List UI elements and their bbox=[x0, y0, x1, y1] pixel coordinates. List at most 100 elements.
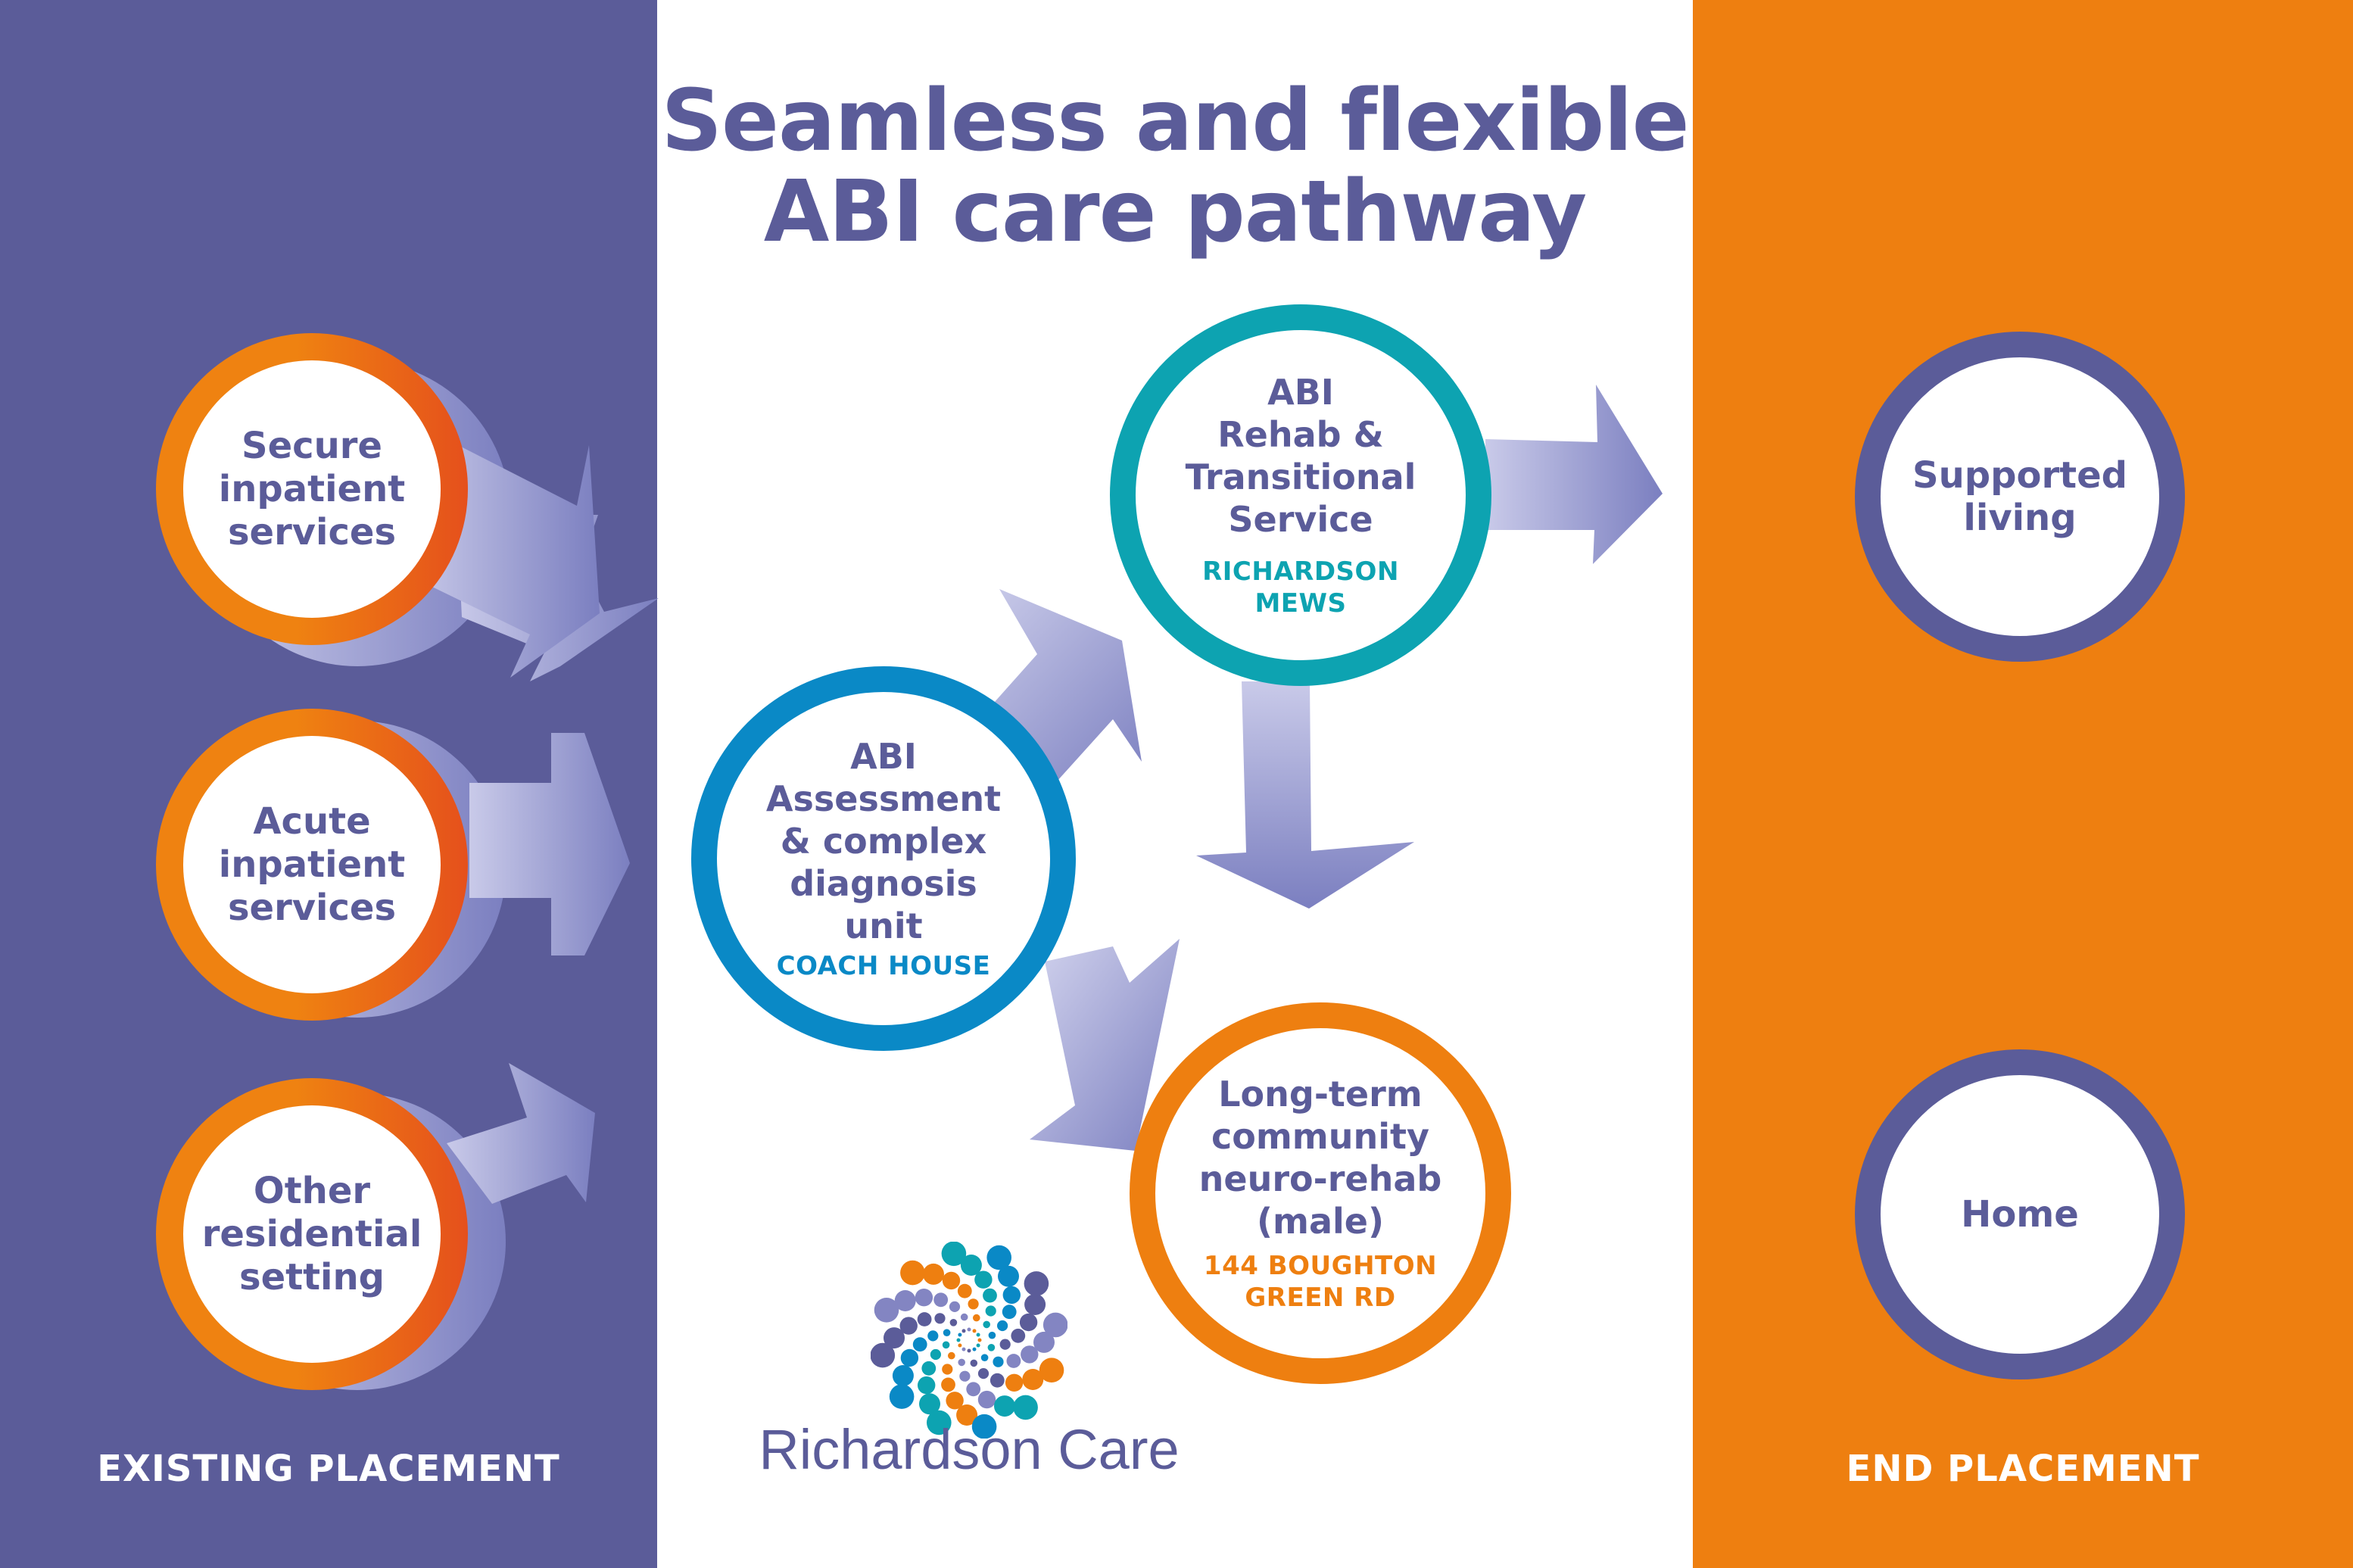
logo-dot bbox=[967, 1348, 971, 1353]
title-line-2: ABI care pathway bbox=[763, 163, 1588, 261]
logo-dot bbox=[943, 1329, 951, 1336]
end-placement-heading: END PLACEMENT bbox=[1846, 1448, 2200, 1490]
logo-dot bbox=[1013, 1395, 1038, 1420]
node-label-line: diagnosis bbox=[790, 863, 977, 904]
arrow-rehab-down bbox=[1196, 681, 1414, 909]
node-label-line: Secure bbox=[242, 424, 382, 467]
node-secure-inpatient[interactable]: Secure inpatient services bbox=[156, 333, 468, 645]
logo-dot bbox=[941, 1242, 967, 1267]
logo-dot bbox=[899, 1317, 918, 1335]
node-label-line: Assessment bbox=[765, 778, 1002, 819]
logo-dot bbox=[941, 1377, 955, 1392]
logo-dot bbox=[993, 1356, 1004, 1367]
node-label-line: inpatient bbox=[218, 467, 406, 510]
node-label-line: inpatient bbox=[218, 843, 406, 886]
logo-dot bbox=[1033, 1331, 1055, 1353]
existing-placement-heading: EXISTING PLACEMENT bbox=[97, 1448, 560, 1490]
logo-dot bbox=[874, 1298, 899, 1323]
logo-dot bbox=[942, 1364, 953, 1375]
logo-dot bbox=[961, 1329, 966, 1333]
logo-dot bbox=[884, 1327, 905, 1349]
node-label-line: Acute bbox=[253, 800, 371, 843]
brand-name: Richardson Care bbox=[759, 1418, 1180, 1481]
logo-dot bbox=[970, 1359, 978, 1367]
logo-dot bbox=[1011, 1328, 1026, 1343]
logo-dot bbox=[956, 1338, 961, 1342]
node-label-line: Other bbox=[253, 1169, 371, 1212]
logo-dot bbox=[959, 1370, 971, 1382]
logo-dot bbox=[985, 1305, 996, 1317]
logo-dot bbox=[1019, 1313, 1038, 1332]
location-boughton-green: 144 BOUGHTON bbox=[1203, 1251, 1438, 1281]
logo-dot bbox=[987, 1344, 996, 1351]
logo-dot bbox=[889, 1384, 915, 1409]
logo-dot bbox=[961, 1347, 966, 1351]
logo-dot bbox=[971, 1414, 997, 1439]
logo-dot bbox=[977, 1390, 996, 1409]
node-label-line: (male) bbox=[1257, 1201, 1384, 1242]
node-label-line: Transitional bbox=[1185, 457, 1416, 497]
logo-dot bbox=[949, 1301, 961, 1312]
logo-dot bbox=[1021, 1345, 1039, 1364]
dot-spiral-logo-icon bbox=[871, 1242, 1067, 1439]
node-label-line: ABI bbox=[850, 736, 917, 777]
logo-dot bbox=[930, 1348, 941, 1361]
logo-dot bbox=[949, 1319, 958, 1326]
logo-dot bbox=[942, 1341, 950, 1349]
node-other-residential[interactable]: Other residential setting bbox=[156, 1078, 468, 1390]
logo-dot bbox=[927, 1410, 952, 1436]
logo-dot bbox=[871, 1342, 896, 1368]
node-label-line: Rehab & bbox=[1217, 414, 1384, 455]
logo-dot bbox=[1006, 1354, 1021, 1368]
logo-dot bbox=[972, 1347, 977, 1351]
logo-dot bbox=[957, 1283, 972, 1298]
node-label-line: ABI bbox=[1267, 372, 1334, 413]
logo-dot bbox=[994, 1395, 1015, 1417]
logo-dot bbox=[915, 1289, 933, 1307]
logo-dot bbox=[966, 1382, 981, 1397]
node-acute-inpatient[interactable]: Acute inpatient services bbox=[156, 709, 468, 1021]
logo-dot bbox=[1005, 1373, 1024, 1392]
logo-dot bbox=[958, 1358, 965, 1367]
node-label-line: unit bbox=[844, 906, 923, 946]
node-label-line: residential bbox=[201, 1212, 422, 1255]
logo-dot bbox=[972, 1329, 977, 1333]
logo-dot bbox=[983, 1320, 990, 1329]
node-label-line: setting bbox=[239, 1255, 385, 1298]
logo-dot bbox=[958, 1343, 962, 1348]
logo-dot bbox=[990, 1373, 1005, 1388]
arrow-rehab-to-end bbox=[1485, 385, 1663, 564]
logo-dot bbox=[1039, 1358, 1064, 1383]
title-line-1: Seamless and flexible bbox=[661, 72, 1689, 170]
logo-dot bbox=[1022, 1369, 1044, 1390]
logo-dot bbox=[1002, 1286, 1021, 1305]
logo-dot bbox=[988, 1331, 996, 1339]
logo-dot bbox=[923, 1263, 944, 1285]
node-label-line: community bbox=[1211, 1116, 1429, 1157]
logo-dot bbox=[934, 1313, 946, 1324]
logo-dot bbox=[918, 1376, 936, 1395]
location-coach-house: COACH HOUSE bbox=[776, 951, 991, 981]
node-rehab-transitional[interactable]: ABI Rehab & Transitional Service RICHARD… bbox=[1110, 304, 1491, 686]
logo-dot bbox=[977, 1368, 990, 1379]
logo-dot bbox=[894, 1290, 916, 1311]
logo-dot bbox=[912, 1337, 927, 1352]
node-home[interactable]: Home bbox=[1855, 1049, 2185, 1379]
logo-dot bbox=[1042, 1312, 1067, 1338]
node-assessment-unit[interactable]: ABI Assessment & complex diagnosis unit … bbox=[691, 666, 1076, 1051]
logo-dot bbox=[973, 1314, 980, 1322]
node-long-term-neuro-rehab[interactable]: Long-term community neuro-rehab (male) 1… bbox=[1130, 1002, 1511, 1384]
node-label-line: services bbox=[227, 886, 397, 929]
location-richardson-mews: RICHARDSON bbox=[1202, 556, 1399, 587]
logo-dot bbox=[900, 1348, 919, 1367]
node-label-line: & complex bbox=[780, 821, 987, 862]
logo-dot bbox=[1002, 1305, 1017, 1320]
arrow-assessment-to-longterm bbox=[1030, 939, 1180, 1151]
logo-dot bbox=[892, 1365, 914, 1386]
node-label-line: services bbox=[227, 510, 397, 553]
logo-dot bbox=[986, 1245, 1011, 1270]
logo-dot bbox=[948, 1351, 955, 1360]
node-supported-living[interactable]: Supported living bbox=[1855, 332, 2185, 662]
logo-dot bbox=[919, 1393, 940, 1415]
logo-dot bbox=[917, 1312, 932, 1326]
